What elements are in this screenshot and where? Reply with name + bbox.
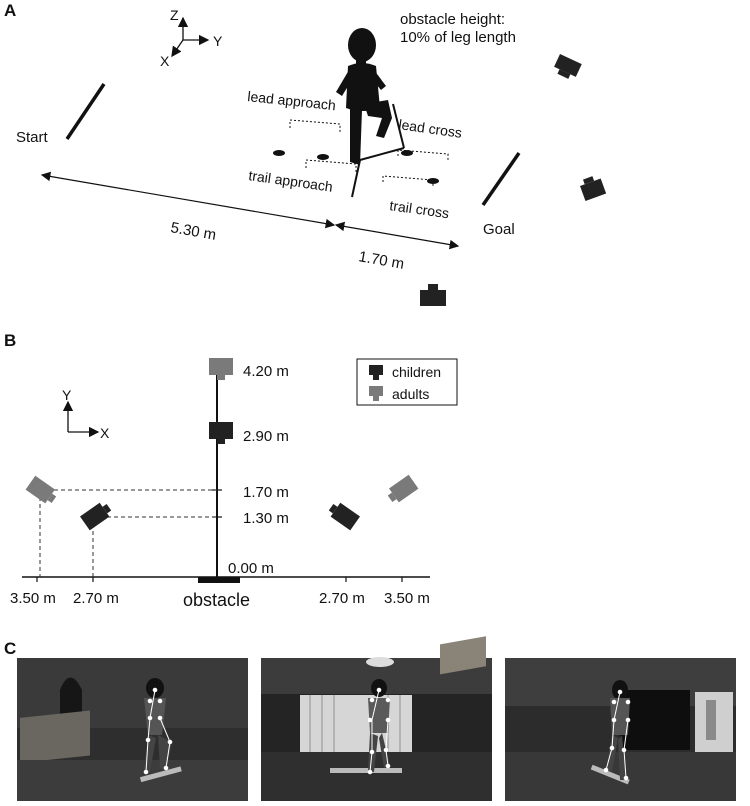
legend: children adults xyxy=(356,358,458,406)
legend-swatch-children xyxy=(369,365,383,375)
camera-icon xyxy=(420,284,446,306)
x-label-left-270: 2.70 m xyxy=(73,590,119,607)
camera-child-290 xyxy=(209,422,233,444)
goal-label: Goal xyxy=(483,221,515,238)
obstacle-frame xyxy=(351,103,405,198)
start-line xyxy=(65,83,106,140)
legend-label-children: children xyxy=(392,364,441,380)
obstacle-bar xyxy=(198,577,240,583)
camera-child-right xyxy=(328,502,360,531)
camera-child-left xyxy=(80,502,112,531)
footprints xyxy=(273,150,439,184)
axis-ticks xyxy=(36,489,403,582)
x-label-right-270: 2.70 m xyxy=(319,590,365,607)
y-label-130: 1.30 m xyxy=(243,510,289,527)
panel-a-letter: A xyxy=(4,1,16,20)
camera-adult-right xyxy=(387,474,419,503)
panel-b-letter: B xyxy=(4,331,16,350)
axis-x-label-b: X xyxy=(100,425,110,441)
distance-arrow-2 xyxy=(334,221,460,250)
axis-y-label: Y xyxy=(213,33,223,49)
y-label-170: 1.70 m xyxy=(243,484,289,501)
panel-c-letter: C xyxy=(4,639,16,658)
step-zones xyxy=(289,119,449,186)
panel-b-axes: Y X xyxy=(62,387,110,441)
axis-y-label-b: Y xyxy=(62,387,72,403)
camera-frame-2 xyxy=(261,636,492,801)
lead-cross-label: lead cross xyxy=(398,116,463,141)
distance-arrow-1 xyxy=(40,171,336,229)
distance-label-1: 5.30 m xyxy=(169,219,217,244)
y-label-420: 4.20 m xyxy=(243,363,289,380)
guide-lines xyxy=(39,489,217,577)
y-label-000: 0.00 m xyxy=(228,560,274,577)
lead-approach-label: lead approach xyxy=(247,88,337,113)
camera-frame-3 xyxy=(505,658,736,801)
axis-z-label: Z xyxy=(170,7,179,23)
distance-label-2: 1.70 m xyxy=(357,248,405,273)
trail-approach-label: trail approach xyxy=(248,167,334,195)
camera-icon xyxy=(554,54,582,79)
x-label-left-350: 3.50 m xyxy=(10,590,56,607)
panel-a-axes: Z Y X xyxy=(160,7,223,69)
child-silhouette xyxy=(336,28,392,165)
obstacle-note-line1: obstacle height: xyxy=(400,11,505,28)
x-label-right-350: 3.50 m xyxy=(384,590,430,607)
goal-line xyxy=(481,152,521,206)
legend-swatch-adults xyxy=(369,386,383,396)
camera-adult-left xyxy=(25,475,57,504)
legend-label-adults: adults xyxy=(392,386,429,402)
obstacle-label: obstacle xyxy=(183,590,250,610)
axis-x-label: X xyxy=(160,53,170,69)
camera-icon xyxy=(580,176,607,202)
camera-icons-b xyxy=(25,358,419,531)
start-label: Start xyxy=(16,129,49,146)
camera-adult-420 xyxy=(209,358,233,380)
y-label-290: 2.90 m xyxy=(243,428,289,445)
camera-frame-1 xyxy=(17,658,248,801)
obstacle-note-line2: 10% of leg length xyxy=(400,29,516,46)
trail-cross-label: trail cross xyxy=(389,197,451,221)
camera-icons-a xyxy=(420,54,607,306)
